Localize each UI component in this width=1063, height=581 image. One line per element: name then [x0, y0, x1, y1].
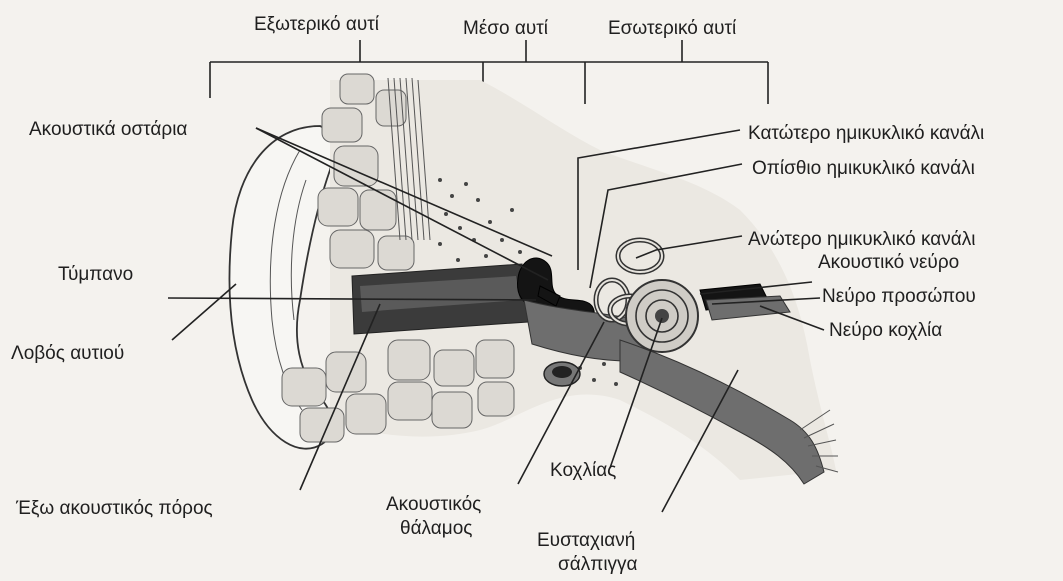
- label-outer-ear: Εξωτερικό αυτί: [254, 14, 380, 35]
- label-chamber-2: θάλαμος: [400, 518, 472, 539]
- label-acoustic-nerve: Ακουστικό νεύρο: [818, 252, 959, 273]
- vessel: [544, 362, 580, 386]
- ear-illustration: [229, 74, 838, 484]
- label-cochlea: Κοχλίας: [550, 460, 616, 481]
- cochlea-spiral: [626, 280, 698, 352]
- label-eustachian-2: σάλπιγγα: [558, 554, 638, 575]
- label-posterior-canal: Οπίσθιο ημικυκλικό κανάλι: [752, 158, 975, 179]
- label-eardrum: Τύμπανο: [58, 264, 133, 285]
- label-ear-canal: Έξω ακουστικός πόρος: [15, 498, 213, 519]
- label-cochlear-nerve: Νεύρο κοχλία: [829, 320, 942, 341]
- label-chamber-1: Ακουστικός: [386, 494, 481, 515]
- label-eustachian-1: Ευσταχιανή: [537, 530, 635, 551]
- label-lower-canal: Κατώτερο ημικυκλικό κανάλι: [748, 123, 984, 144]
- label-inner-ear: Εσωτερικό αυτί: [608, 18, 737, 39]
- label-facial-nerve: Νεύρο προσώπου: [822, 286, 976, 307]
- label-ossicles: Ακουστικά οστάρια: [29, 119, 187, 140]
- label-middle-ear: Μέσο αυτί: [463, 18, 549, 39]
- label-upper-canal: Ανώτερο ημικυκλικό κανάλι: [748, 229, 975, 250]
- label-earlobe: Λοβός αυτιού: [11, 343, 124, 364]
